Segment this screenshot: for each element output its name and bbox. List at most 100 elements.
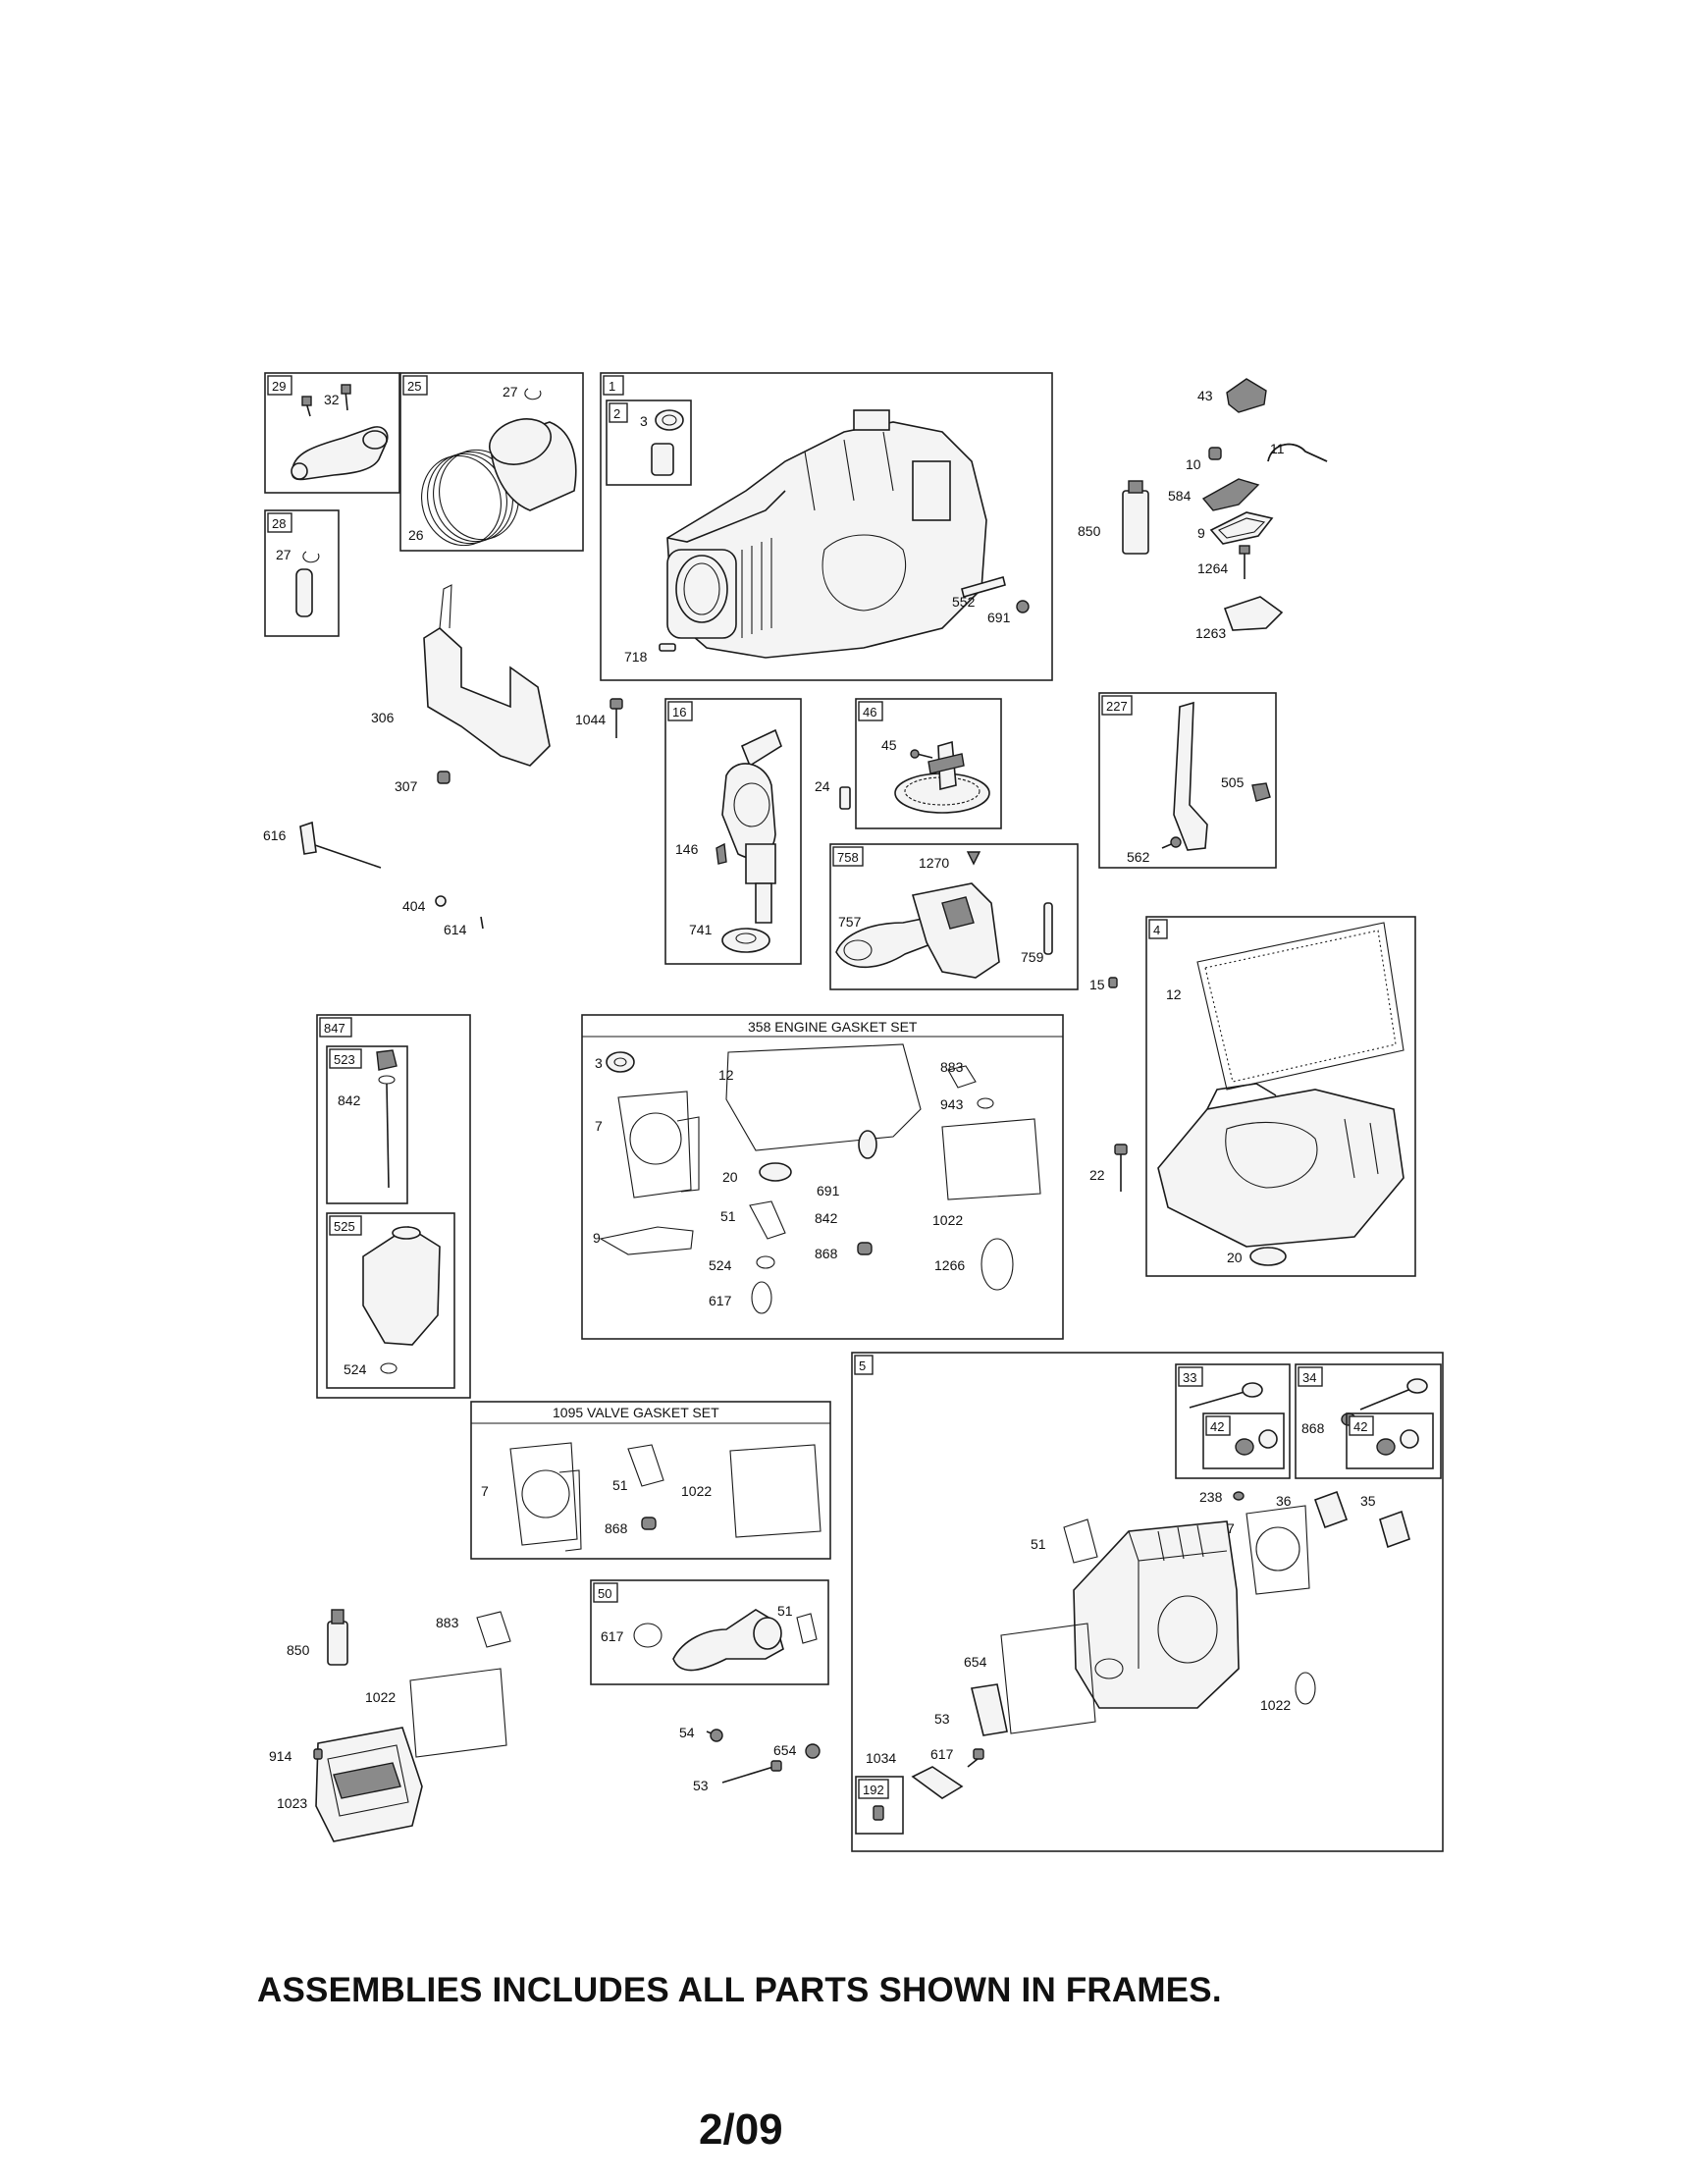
cylinder-head-part xyxy=(1073,1520,1240,1709)
seal-part xyxy=(655,409,684,431)
bushing-part xyxy=(651,443,674,476)
air-baffle-part xyxy=(423,627,551,767)
dipstick-cap-part xyxy=(376,1049,398,1071)
valve-gasket-set-title: 1095 VALVE GASKET SET xyxy=(553,1405,719,1420)
frame-5: 5 33 42 34 868 42 238 36 35 7 51 xyxy=(851,1352,1444,1852)
frame-358-engine-gasket-set: 358 ENGINE GASKET SET 3 12 883 943 7 20 … xyxy=(581,1014,1064,1340)
oil-pan-part xyxy=(1157,1083,1404,1248)
crankcase-gasket-part xyxy=(725,1043,922,1151)
callout-691: 691 xyxy=(987,610,1011,625)
callout-307: 307 xyxy=(395,778,418,794)
callout-7-head: 7 xyxy=(1227,1520,1235,1536)
assemblies-caption: ASSEMBLIES INCLUDES ALL PARTS SHOWN IN F… xyxy=(257,1971,1222,2009)
callout-617-head: 1022 xyxy=(1260,1697,1291,1713)
oil-pan-gasket-part xyxy=(1196,922,1404,1091)
cylinder-block-part xyxy=(666,409,987,659)
callout-3-gs: 3 xyxy=(595,1055,603,1071)
callout-757: 757 xyxy=(838,914,862,930)
callout-850: 850 xyxy=(1078,523,1101,539)
callout-691-gs: 691 xyxy=(817,1183,840,1199)
callout-1022-gs: 1022 xyxy=(932,1212,963,1228)
svg-text:1: 1 xyxy=(609,379,615,394)
callout-883: 883 xyxy=(940,1059,964,1075)
svg-text:523: 523 xyxy=(334,1052,355,1067)
callout-238: 238 xyxy=(1199,1489,1223,1505)
sealant-tube-850b xyxy=(327,1621,348,1666)
frame-1095-valve-gasket-set: 1095 VALVE GASKET SET 7 51 1022 868 xyxy=(470,1401,831,1560)
callout-306: 306 xyxy=(371,710,395,725)
callout-1044: 1044 xyxy=(575,712,606,727)
callout-616: 616 xyxy=(263,827,287,843)
svg-text:2: 2 xyxy=(613,406,620,421)
governor-lever-part xyxy=(1173,701,1208,851)
callout-35: 35 xyxy=(1360,1493,1376,1509)
callout-3: 3 xyxy=(640,413,648,429)
callout-584: 584 xyxy=(1168,488,1192,504)
key-24-part xyxy=(839,786,851,810)
piston-part xyxy=(489,418,577,511)
left-loose-parts: 306 1044 307 616 404 614 xyxy=(263,584,623,937)
callout-1270: 1270 xyxy=(919,855,949,871)
upper-right-parts: 43 10 11 584 850 9 1264 1263 xyxy=(1078,378,1328,641)
frame-46: 46 45 xyxy=(855,698,1002,829)
callout-914: 914 xyxy=(269,1748,292,1764)
callout-404: 404 xyxy=(402,898,426,914)
callout-868-vg: 868 xyxy=(605,1520,628,1536)
callout-7-gs: 7 xyxy=(595,1118,603,1134)
callout-759: 759 xyxy=(1021,949,1044,965)
svg-text:33: 33 xyxy=(1183,1370,1196,1385)
callout-9: 9 xyxy=(1197,525,1205,541)
camshaft-gear-part xyxy=(894,740,990,814)
callout-36: 36 xyxy=(1276,1493,1292,1509)
frame-227: 227 505 562 xyxy=(1098,692,1277,869)
svg-text:192: 192 xyxy=(863,1783,884,1797)
frame-4: 4 12 20 xyxy=(1145,916,1416,1277)
callout-26: 26 xyxy=(408,527,424,543)
lower-left-parts: 850 883 1022 914 1023 xyxy=(269,1609,511,1842)
svg-text:16: 16 xyxy=(672,705,686,719)
callout-617-intake: 617 xyxy=(601,1628,624,1644)
svg-text:34: 34 xyxy=(1302,1370,1316,1385)
wrist-pin-part xyxy=(295,568,313,617)
callout-850b: 850 xyxy=(287,1642,310,1658)
callout-1022b: 1022 xyxy=(365,1689,396,1705)
callout-146: 146 xyxy=(675,841,699,857)
callout-741: 741 xyxy=(689,922,713,937)
sealant-tube-part xyxy=(1122,490,1149,555)
callout-22: 22 xyxy=(1089,1167,1105,1183)
callout-15: 15 xyxy=(1089,977,1105,992)
callout-505: 505 xyxy=(1221,774,1245,790)
callout-20: 20 xyxy=(1227,1250,1243,1265)
callout-12: 12 xyxy=(1166,986,1182,1002)
frame-847: 847 523 842 525 524 xyxy=(316,1014,471,1399)
callout-654: 654 xyxy=(773,1742,797,1758)
callout-51-head: 51 xyxy=(1031,1536,1046,1552)
connecting-rod-part xyxy=(291,384,389,481)
svg-text:50: 50 xyxy=(598,1586,611,1601)
frame-25: 25 27 26 xyxy=(399,372,584,552)
frame-29: 29 32 xyxy=(264,372,400,494)
frame-1: 1 2 3 552 691 718 xyxy=(600,372,1053,681)
timing-gear-741-part xyxy=(721,928,770,953)
governor-part xyxy=(835,882,1000,979)
callout-51-intake: 51 xyxy=(777,1603,793,1619)
callout-1034: 53 xyxy=(934,1711,950,1727)
callout-10: 10 xyxy=(1186,456,1201,472)
intake-manifold-part xyxy=(672,1609,784,1672)
switch-part xyxy=(1226,378,1267,413)
callout-43: 43 xyxy=(1197,388,1213,403)
crankshaft-part xyxy=(721,728,782,924)
svg-text:5: 5 xyxy=(859,1358,866,1373)
svg-text:227: 227 xyxy=(1106,699,1128,714)
callout-524: 524 xyxy=(344,1361,367,1377)
callout-1022-vg: 1022 xyxy=(681,1483,712,1499)
callout-54: 54 xyxy=(679,1725,695,1740)
callout-524-gs: 524 xyxy=(709,1257,732,1273)
callout-842-gs: 842 xyxy=(815,1210,838,1226)
pin-759-part xyxy=(1043,902,1053,955)
frame-50: 50 617 51 xyxy=(590,1579,829,1685)
frame-28: 28 27 xyxy=(264,509,340,637)
callout-1029: 1034 xyxy=(866,1750,896,1766)
callout-7-vg: 7 xyxy=(481,1483,489,1499)
svg-text:847: 847 xyxy=(324,1021,345,1036)
